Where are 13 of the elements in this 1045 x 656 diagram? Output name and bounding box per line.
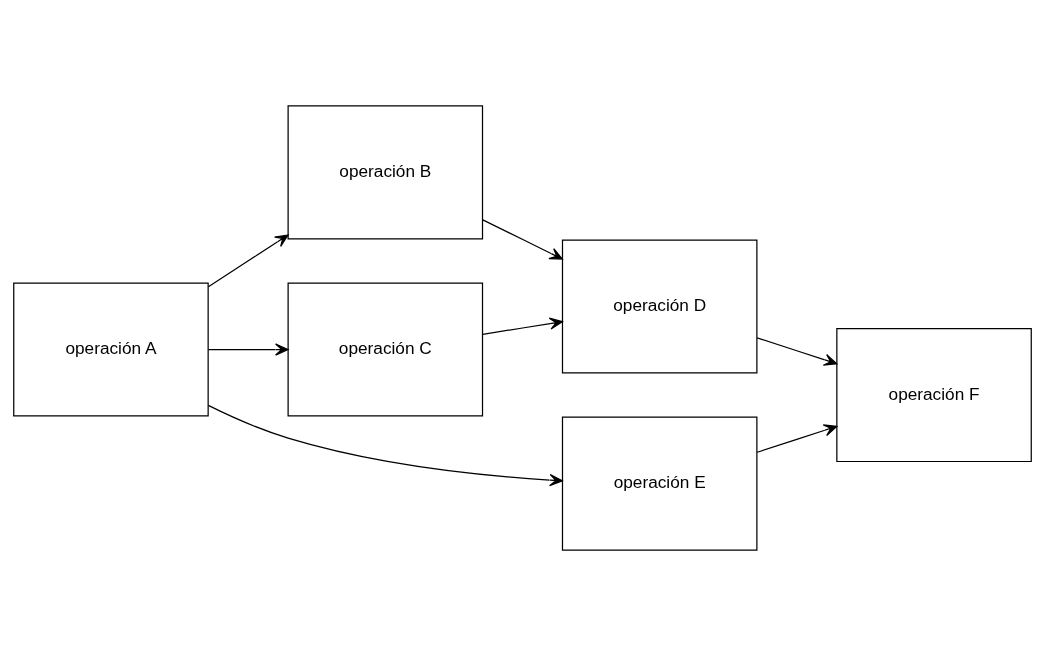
- node-box: operación A: [13, 282, 209, 417]
- node-box: operación B: [287, 105, 484, 240]
- arrow: [207, 234, 289, 288]
- arrow: [207, 404, 563, 487]
- node-box: operación E: [561, 416, 758, 551]
- node-box: operación D: [561, 239, 758, 374]
- arrow: [482, 219, 563, 260]
- arrow: [207, 343, 289, 356]
- node-box: operación C: [287, 282, 484, 417]
- node-box: operación F: [836, 328, 1032, 463]
- arrow: [756, 424, 838, 453]
- arrow: [482, 317, 563, 335]
- arrow: [756, 337, 838, 366]
